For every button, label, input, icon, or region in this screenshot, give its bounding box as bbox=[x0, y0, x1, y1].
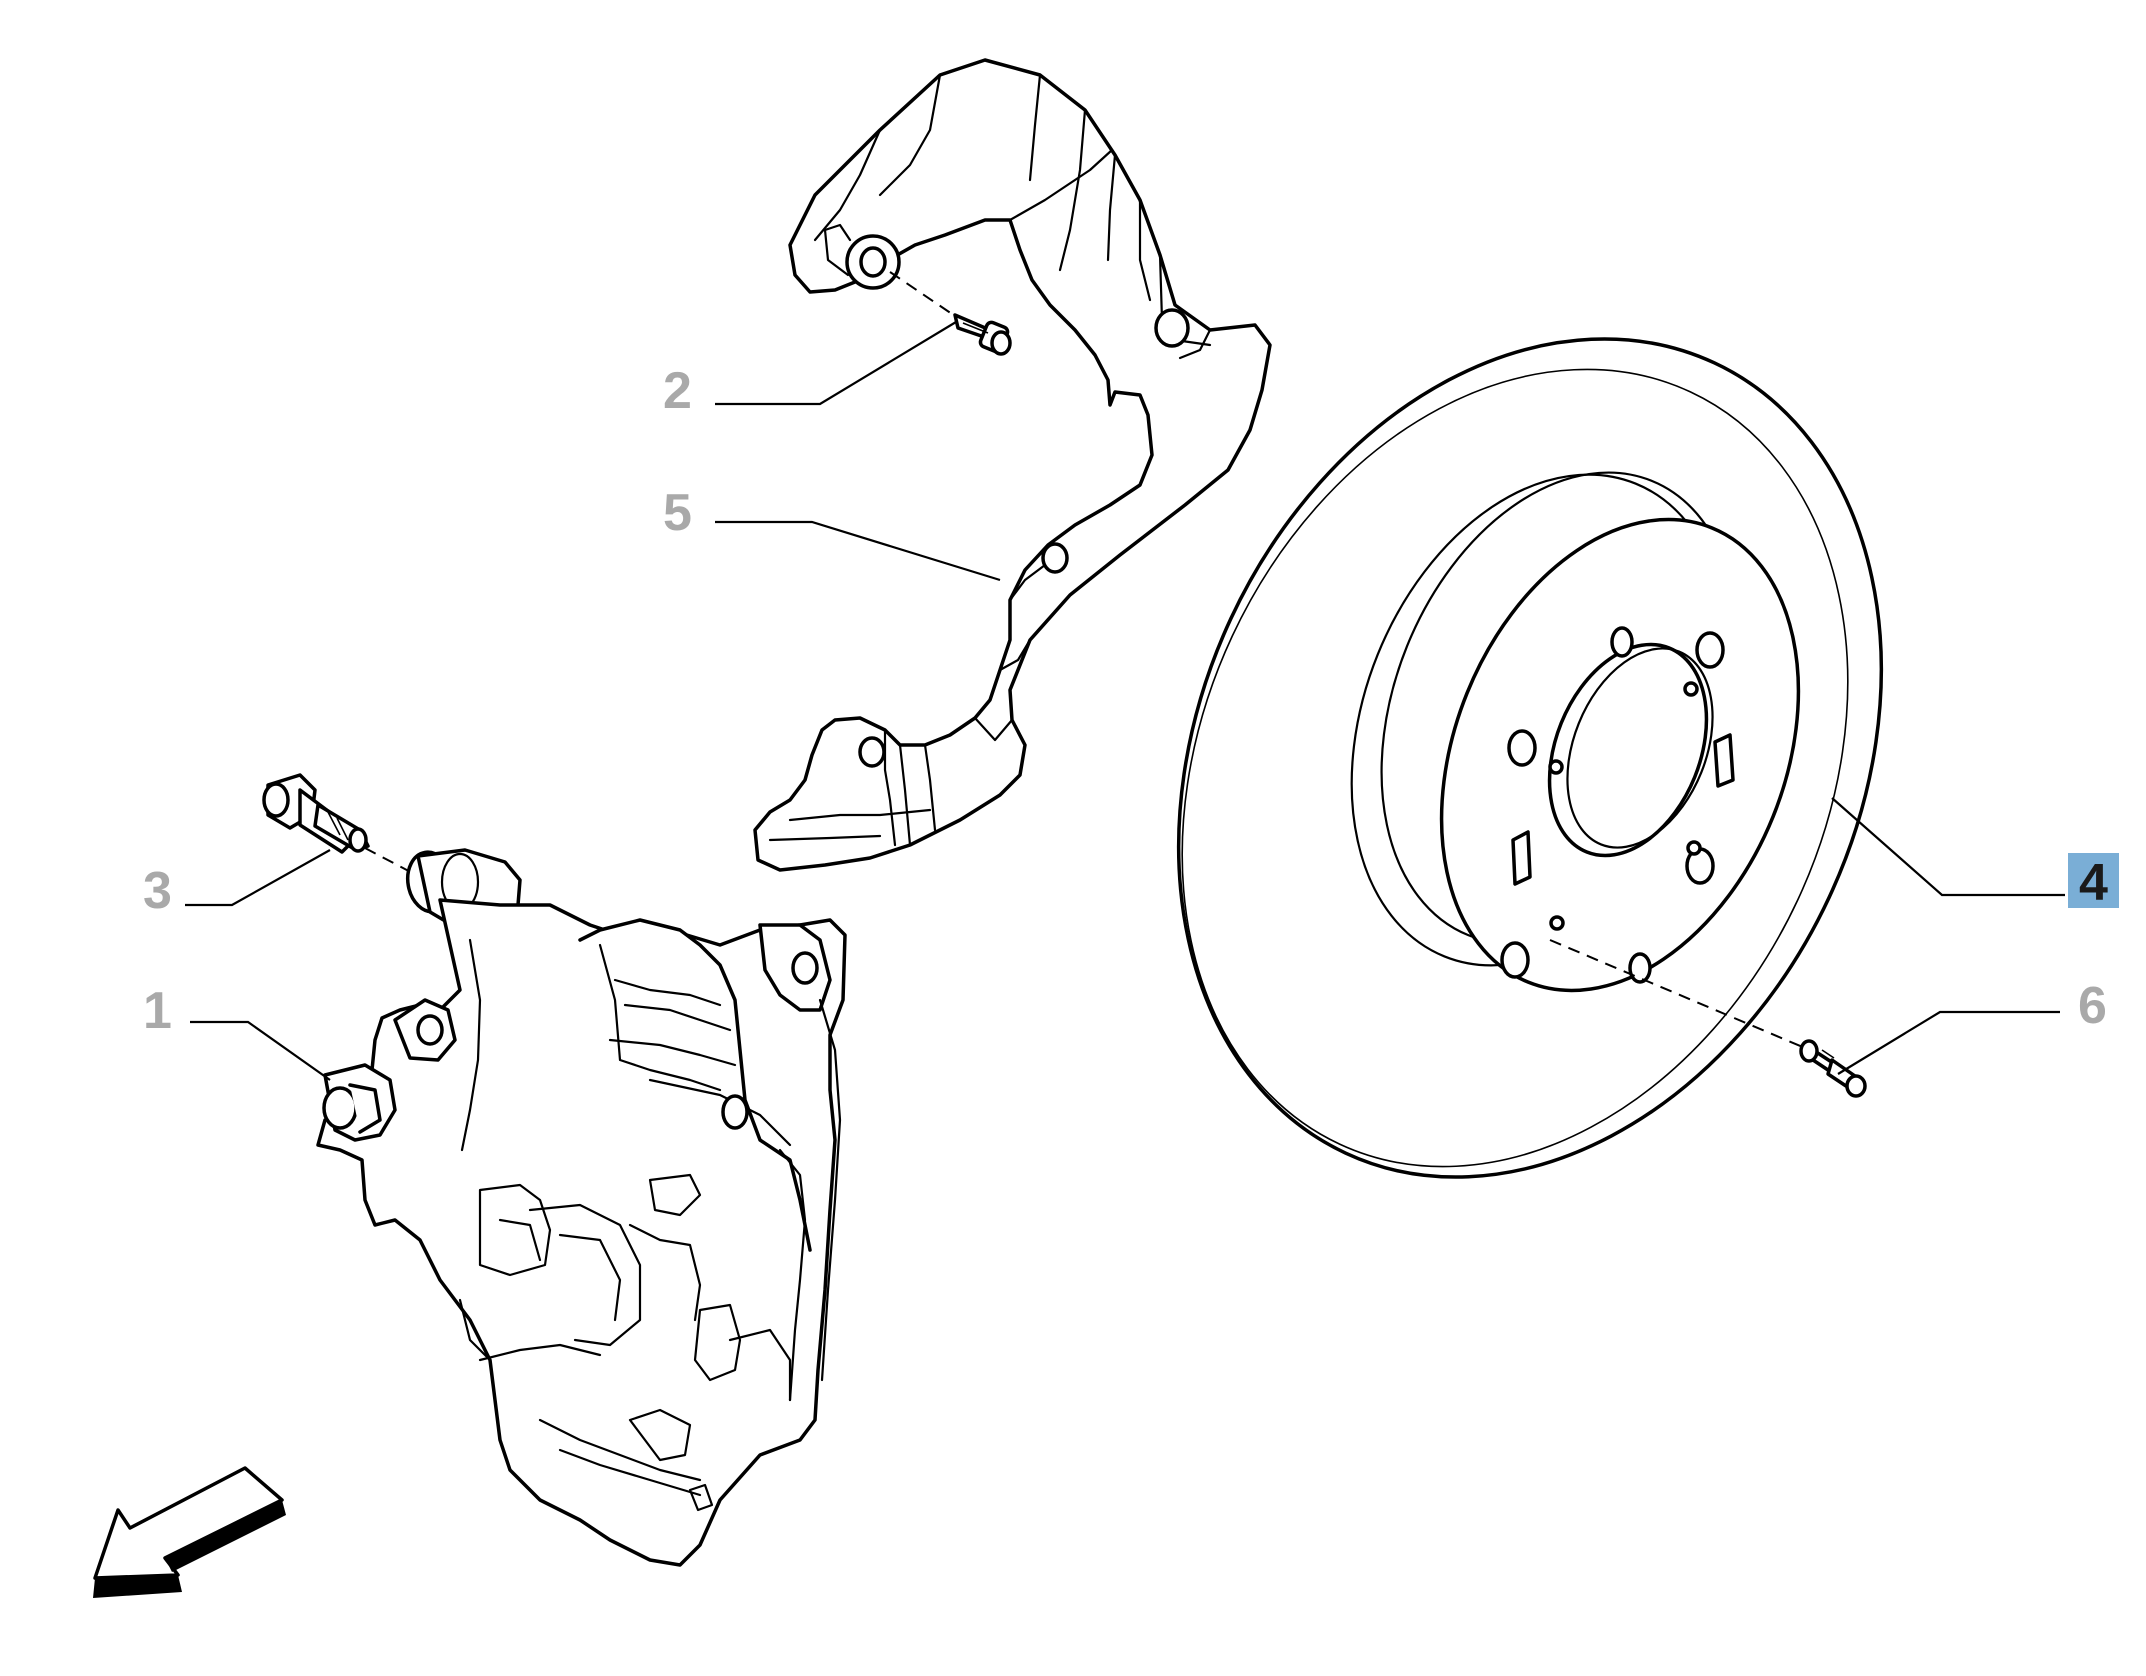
callout-1-label: 1 bbox=[143, 982, 172, 1040]
screw-6-axis-line bbox=[1549, 939, 1806, 1049]
callout-1[interactable]: 1 bbox=[143, 982, 172, 1040]
leader-line-5 bbox=[715, 520, 1001, 582]
caliper-bolt[interactable] bbox=[262, 773, 370, 854]
leader-line-6 bbox=[1837, 1010, 2060, 1075]
callout-4-highlight bbox=[2068, 853, 2119, 908]
front-direction-arrow-icon bbox=[93, 1466, 286, 1598]
brake-caliper[interactable] bbox=[316, 848, 847, 1567]
bolt-2-axis-line bbox=[889, 271, 956, 317]
callout-3-label: 3 bbox=[143, 862, 172, 920]
shield-bolt[interactable] bbox=[953, 313, 1012, 356]
callout-6[interactable]: 6 bbox=[2078, 977, 2107, 1035]
brake-disc[interactable] bbox=[1047, 223, 2014, 1292]
callout-4-label: 4 bbox=[2079, 854, 2108, 912]
splash-shield[interactable] bbox=[753, 58, 1272, 872]
leader-line-4 bbox=[1831, 797, 2065, 897]
leader-line-2 bbox=[715, 321, 957, 406]
disc-screw[interactable] bbox=[1799, 1039, 1867, 1098]
callout-5-label: 5 bbox=[663, 484, 692, 542]
callout-6-label: 6 bbox=[2078, 977, 2107, 1035]
callout-2-label: 2 bbox=[663, 362, 692, 420]
leader-line-1 bbox=[190, 1020, 331, 1081]
leader-line-3 bbox=[185, 849, 331, 907]
callout-2[interactable]: 2 bbox=[663, 362, 692, 420]
callout-4[interactable]: 4 bbox=[2068, 853, 2119, 912]
callout-5[interactable]: 5 bbox=[663, 484, 692, 542]
callout-3[interactable]: 3 bbox=[143, 862, 172, 920]
